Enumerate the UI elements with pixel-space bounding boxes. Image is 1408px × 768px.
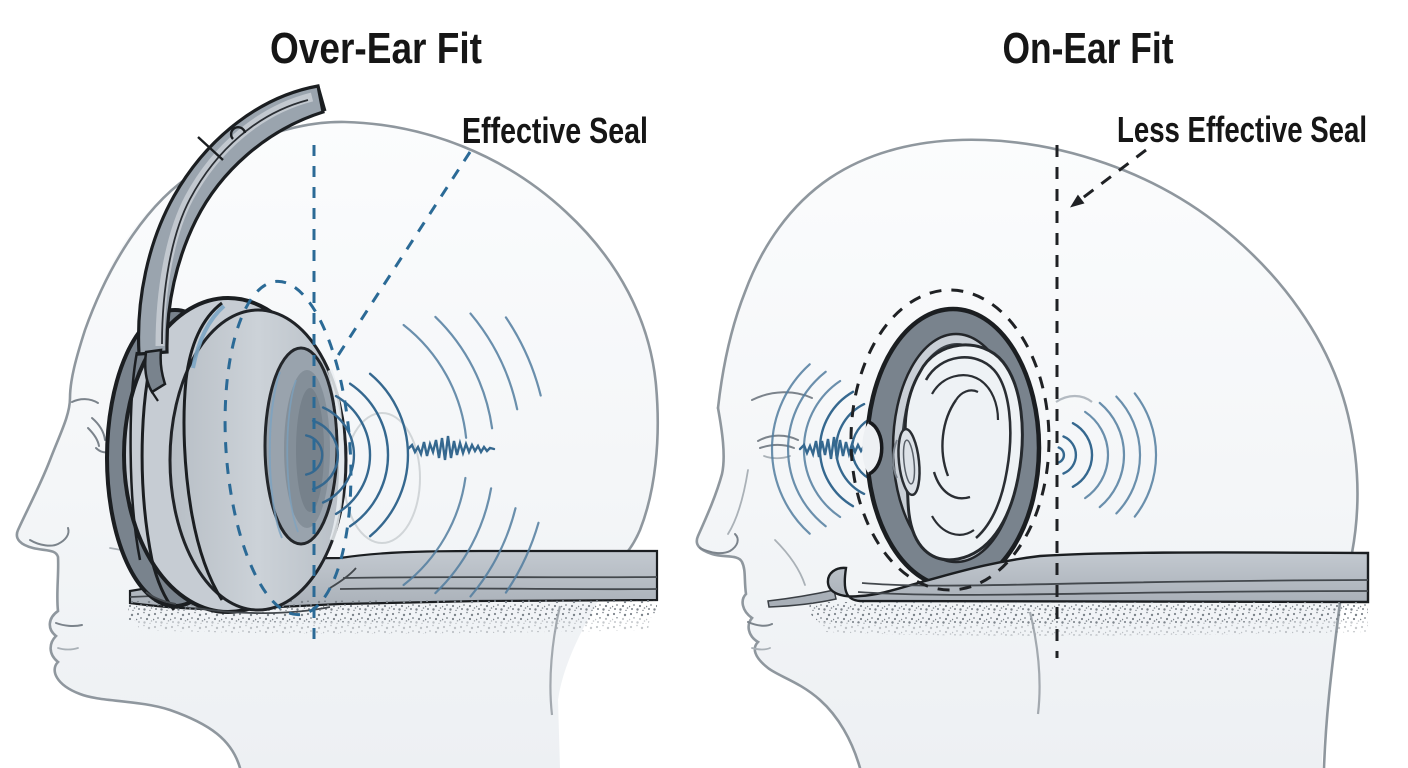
cushion-seam-teal <box>191 304 226 369</box>
cheek-line <box>774 539 806 586</box>
seal-annotations-right <box>849 145 1147 658</box>
headband-inner-line <box>161 99 309 345</box>
hair-wisp <box>1055 394 1093 403</box>
yoke-hinge <box>144 348 167 394</box>
cushion-crease-1 <box>268 371 283 539</box>
face-outline-left <box>15 170 242 768</box>
less-effective-seal-label: Less Effective Seal <box>1117 109 1367 150</box>
jaw-line-below-band-right <box>1028 611 1041 715</box>
cushion-seam <box>182 301 224 601</box>
eye-line <box>759 444 795 449</box>
cushion-pinch-lines <box>145 567 357 615</box>
seal-outline-dashed <box>223 279 353 617</box>
over-ear-headphone <box>105 84 357 615</box>
nose-side <box>727 469 749 535</box>
stipple-strip-right-sparse <box>818 619 1368 636</box>
cup-inner-core <box>296 388 324 512</box>
waveform-squiggle-right-panel <box>798 436 876 460</box>
upper-eyelid <box>757 434 799 442</box>
cushion-crease-2 <box>286 379 299 533</box>
face-outline-right <box>695 406 862 768</box>
headband <box>136 84 327 402</box>
headband-inner-stripe <box>155 92 314 347</box>
cup-seam-inner <box>129 351 142 561</box>
ear <box>892 343 1024 562</box>
ring-notch-edge <box>868 420 884 476</box>
waveform-squiggle-left-panel <box>406 435 496 461</box>
headband-joint-line <box>197 136 224 161</box>
on-ear-panel: On-Ear Fit Less Effective Seal <box>695 24 1370 768</box>
face-details-left <box>29 398 173 651</box>
helix-inner <box>931 374 1000 421</box>
tragus-inner <box>902 439 916 485</box>
nostril <box>699 533 739 555</box>
leak-outline-dashed <box>849 288 1051 592</box>
antihelix-branch <box>955 389 979 401</box>
concha-curve <box>932 471 971 500</box>
panel-title-over-ear: Over-Ear Fit <box>270 24 482 73</box>
antihelix <box>941 399 957 477</box>
eyebrow <box>751 391 813 401</box>
helix-ridge <box>924 356 1012 539</box>
sound-waves-leaking-right <box>1057 392 1158 518</box>
over-ear-panel: Over-Ear Fit Effective Seal <box>15 24 660 768</box>
lip-line <box>747 621 773 627</box>
stipple-strip-left-sparse <box>134 616 650 634</box>
effective-seal-label: Effective Seal <box>462 110 648 151</box>
headband-end-cap <box>316 85 327 112</box>
band-tail-right <box>767 589 837 608</box>
panel-title-on-ear: On-Ear Fit <box>1003 24 1174 73</box>
on-ear-cushion <box>862 306 1042 590</box>
lobe-crease <box>931 515 975 536</box>
ring-notch-fill <box>862 422 882 474</box>
stipple-strip-right <box>809 602 1368 625</box>
yoke-notch <box>151 391 159 402</box>
skull-outline-right <box>716 138 1359 555</box>
sound-waves-contained <box>305 312 542 598</box>
under-lip <box>751 647 771 651</box>
headband-slider-notch <box>229 126 247 140</box>
label-arrow-dashed <box>1079 148 1147 202</box>
label-arrowhead <box>1070 194 1085 208</box>
skull-outline-left <box>194 120 660 560</box>
seal-annotations-left <box>223 145 472 648</box>
cushion-highlight <box>327 369 344 541</box>
jaw-line-below-band-left <box>549 605 562 716</box>
ear-canal-shadow <box>892 439 898 479</box>
